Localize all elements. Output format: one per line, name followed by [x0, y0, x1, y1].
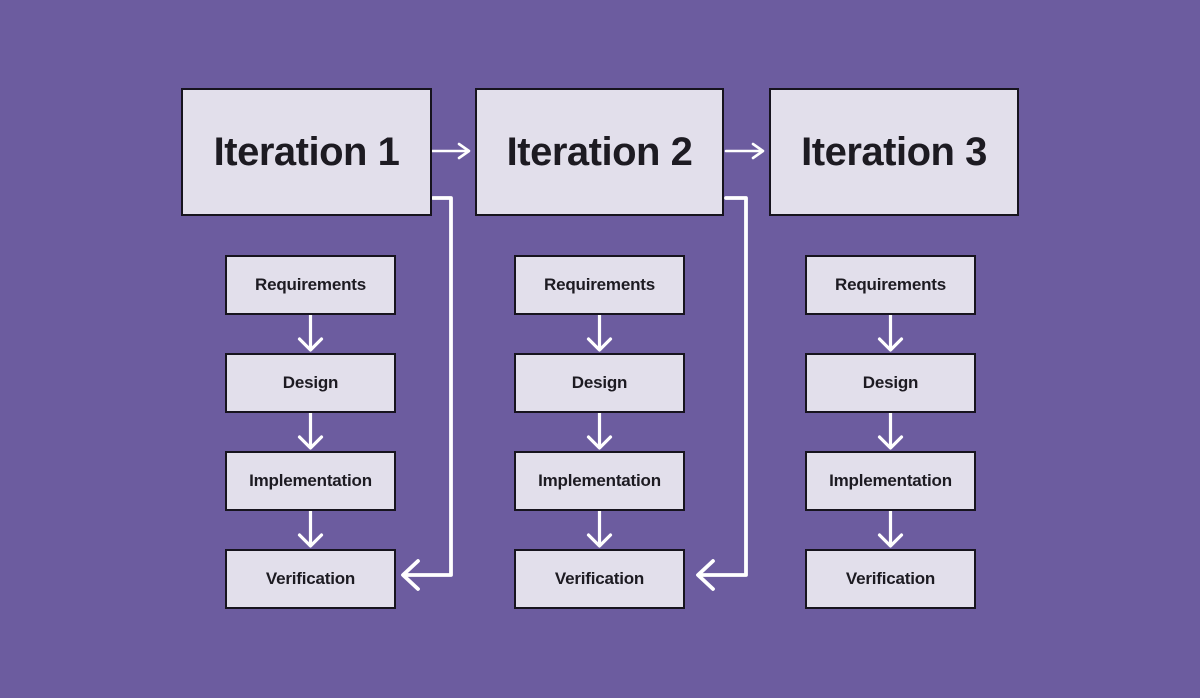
step-label: Design [282, 373, 339, 392]
step-label: Verification [265, 569, 356, 588]
step-label: Implementation [538, 471, 661, 490]
arrow-implementation-to-verification-col2 [586, 509, 613, 548]
arrow-implementation-to-verification-col1 [297, 509, 324, 548]
iteration-1-label: Iteration 1 [213, 129, 400, 174]
step-box-design-col1: Design [225, 353, 396, 413]
step-box-verification-col3: Verification [805, 549, 976, 609]
arrow-iteration2-to-iteration3 [724, 142, 765, 160]
step-label: Implementation [249, 471, 372, 490]
step-label: Design [862, 373, 919, 392]
step-box-requirements-col2: Requirements [514, 255, 685, 315]
arrow-design-to-implementation-col2 [586, 411, 613, 450]
step-label: Verification [845, 569, 936, 588]
step-box-implementation-col2: Implementation [514, 451, 685, 511]
step-box-design-col2: Design [514, 353, 685, 413]
step-label: Design [571, 373, 628, 392]
arrow-design-to-implementation-col1 [297, 411, 324, 450]
step-box-design-col3: Design [805, 353, 976, 413]
step-box-verification-col2: Verification [514, 549, 685, 609]
step-label: Verification [554, 569, 645, 588]
step-label: Requirements [835, 275, 946, 294]
arrow-requirements-to-design-col1 [297, 313, 324, 352]
iteration-2-box: Iteration 2 [475, 88, 724, 216]
step-box-implementation-col3: Implementation [805, 451, 976, 511]
iteration-3-label: Iteration 3 [801, 129, 987, 174]
step-box-implementation-col1: Implementation [225, 451, 396, 511]
iteration-1-box: Iteration 1 [181, 88, 432, 216]
arrow-implementation-to-verification-col3 [877, 509, 904, 548]
step-label: Implementation [829, 471, 952, 490]
arrow-design-to-implementation-col3 [877, 411, 904, 450]
iteration-2-label: Iteration 2 [506, 129, 693, 174]
feedback-arrow-iteration2-to-verification2 [696, 196, 748, 591]
feedback-arrow-iteration1-to-verification1 [401, 196, 453, 591]
step-box-verification-col1: Verification [225, 549, 396, 609]
step-label: Requirements [255, 275, 366, 294]
step-label: Requirements [544, 275, 655, 294]
arrow-requirements-to-design-col2 [586, 313, 613, 352]
iteration-3-box: Iteration 3 [769, 88, 1019, 216]
arrow-requirements-to-design-col3 [877, 313, 904, 352]
step-box-requirements-col3: Requirements [805, 255, 976, 315]
step-box-requirements-col1: Requirements [225, 255, 396, 315]
arrow-iteration1-to-iteration2 [430, 142, 471, 160]
